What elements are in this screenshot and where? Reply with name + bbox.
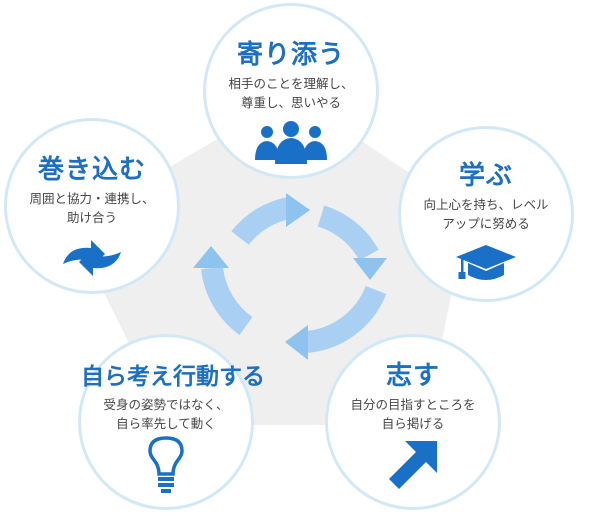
node-desc-line-1: 自分の目指すところを (350, 397, 476, 412)
lightbulb-icon (148, 436, 184, 493)
node-desc-line-2: 自ら率先して動く (116, 416, 216, 431)
cycle-arrowhead-1 (286, 193, 310, 227)
node-desc-line-2: 自ら掲げる (381, 416, 445, 431)
node-jibunkara-koudou: 自ら考え行動する 受身の姿勢ではなく、 自ら率先して動く (78, 334, 265, 510)
cycle-arc-left (201, 266, 253, 335)
node-title: 寄り添う (236, 40, 345, 70)
node-title: 志す (385, 361, 440, 391)
node-desc-line-1: 向上心を持ち、レベル (423, 197, 549, 212)
cycle-arc-bottom (303, 285, 387, 353)
node-desc-line-1: 受身の姿勢ではなく、 (103, 397, 229, 412)
node-desc-line-1: 周囲と協力・連携し、 (29, 191, 155, 206)
cycle-arc-right (317, 205, 379, 261)
cycle-arrowhead-4 (193, 246, 229, 268)
node-yorisou: 寄り添う 相手のことを理解し、 尊重し、思いやる (203, 3, 379, 179)
people-icon (255, 121, 327, 164)
node-title: 巻き込む (37, 155, 146, 185)
node-desc-line-2: 助け合う (66, 210, 117, 225)
exchange-arrows-icon (63, 240, 121, 276)
node-manabu: 学ぶ 向上心を持ち、レベル アップに努める (398, 126, 574, 302)
arrow-up-right-icon (389, 441, 437, 489)
node-title: 自ら考え行動する (81, 364, 265, 390)
node-desc-line-2: アップに努める (442, 216, 530, 231)
node-makikomu: 巻き込む 周囲と協力・連携し、 助け合う (4, 118, 180, 294)
cycle-arrowhead-3 (285, 325, 308, 360)
node-kokorozasu: 志す 自分の目指すところを 自ら掲げる (325, 334, 501, 510)
cycle-arc-top (231, 197, 292, 246)
node-title: 学ぶ (458, 161, 513, 191)
cycle-arrowhead-2 (353, 258, 387, 280)
node-desc-line-1: 相手のことを理解し、 (228, 76, 354, 91)
graduation-cap-icon (456, 245, 516, 280)
node-desc-line-2: 尊重し、思いやる (240, 95, 341, 110)
